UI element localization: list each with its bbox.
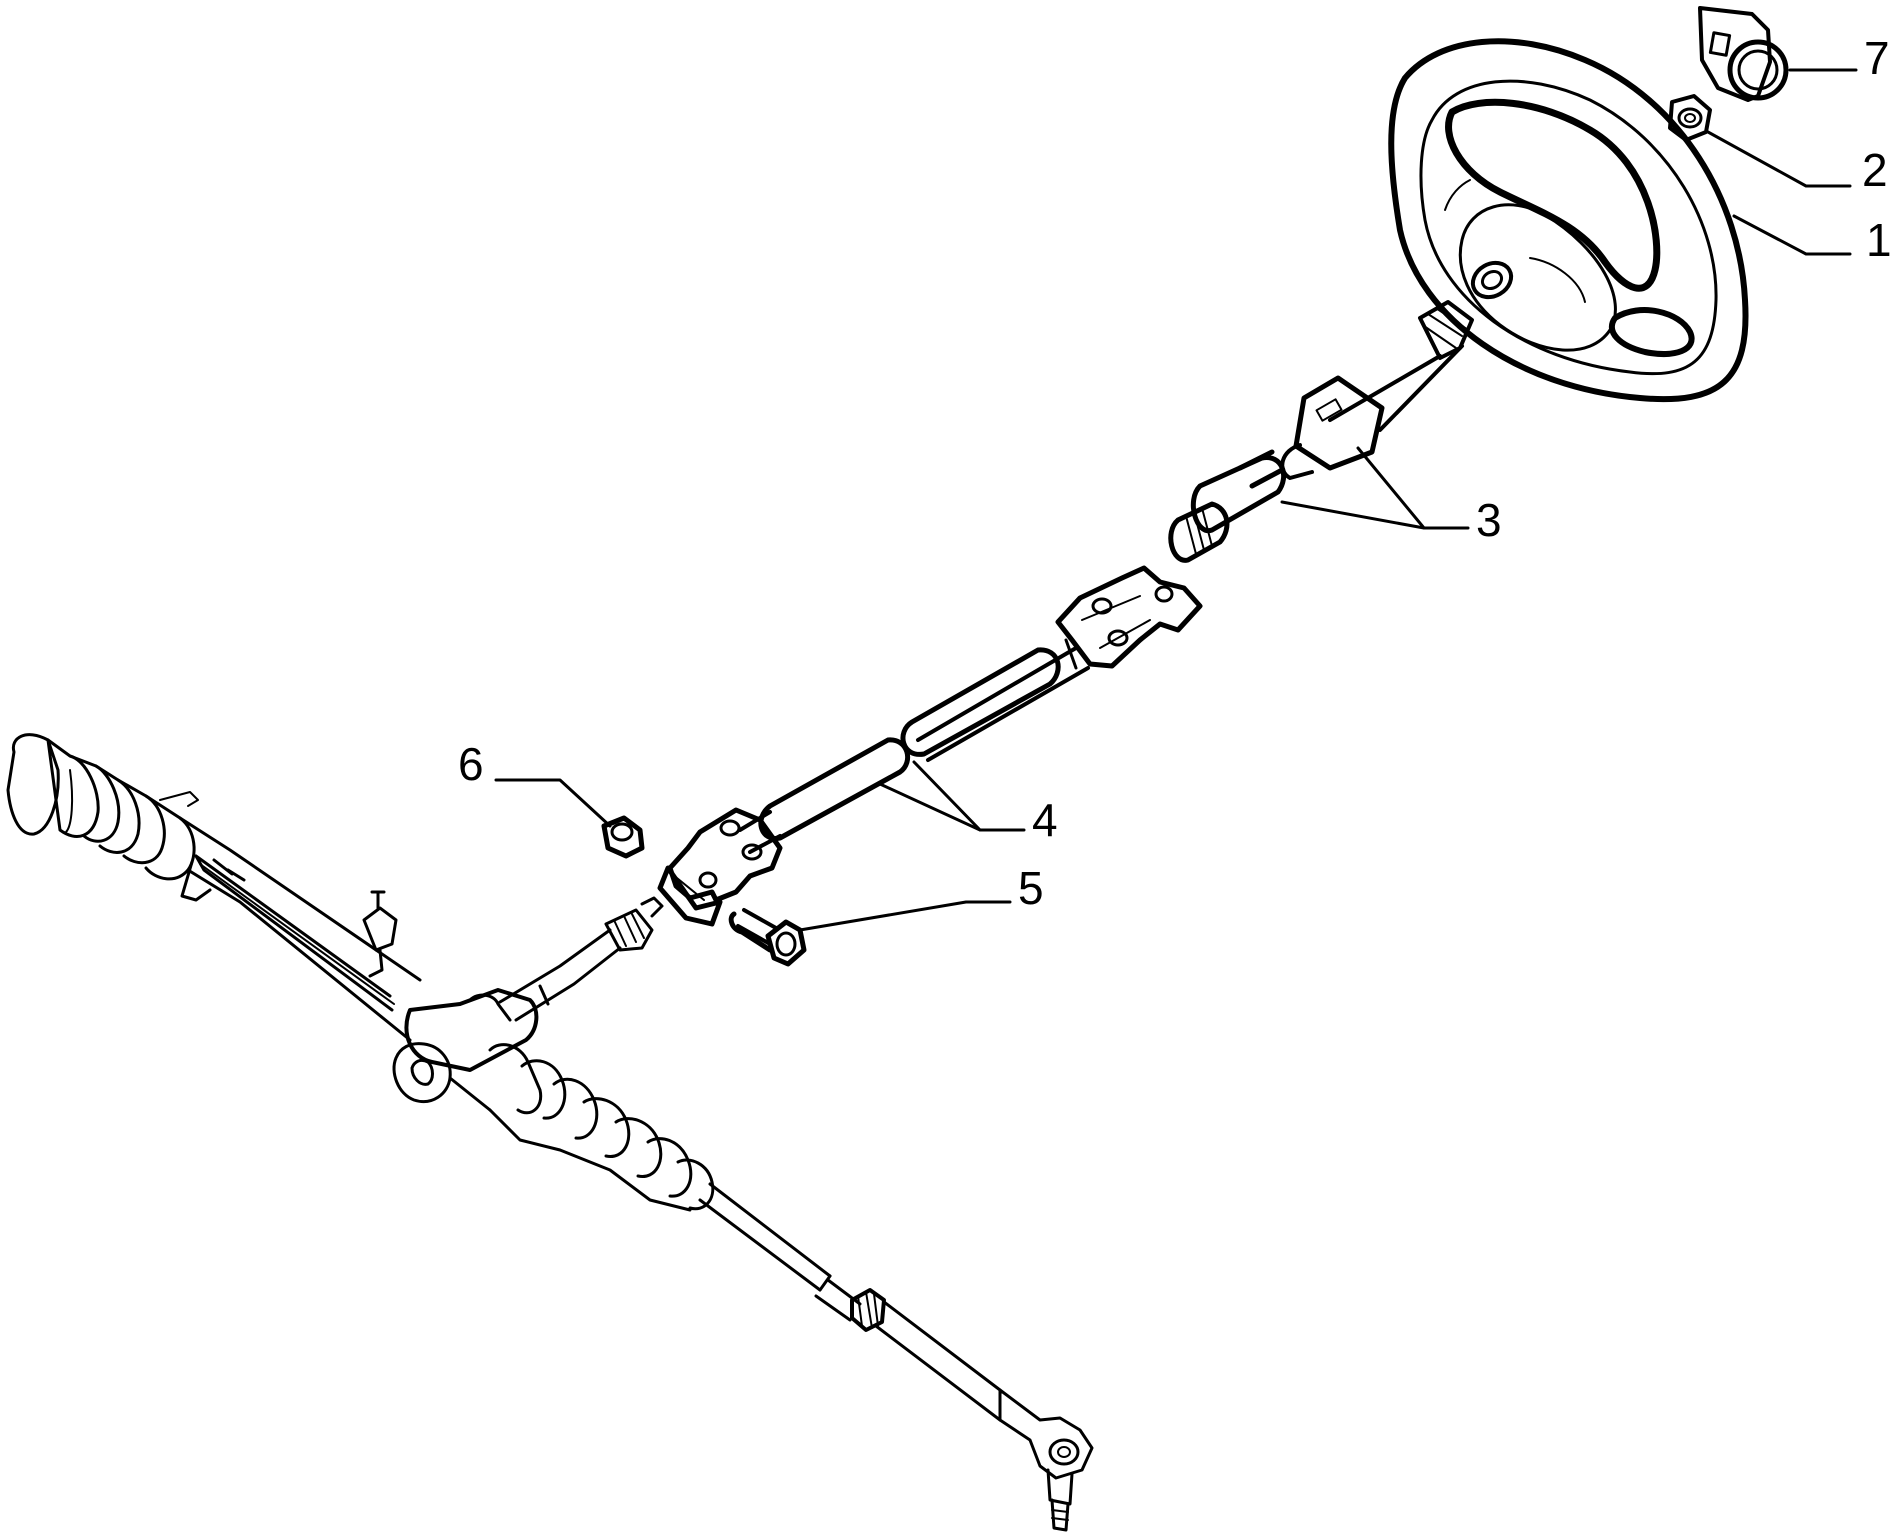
callout-4: 4 [1032, 794, 1058, 846]
callout-3: 3 [1476, 494, 1502, 546]
callout-6: 6 [458, 738, 484, 790]
steering-wheel [1388, 38, 1749, 403]
leader-4b [878, 782, 982, 832]
callout-2: 2 [1862, 144, 1888, 196]
leader-5 [798, 900, 1012, 932]
intermediate-shaft [657, 565, 1203, 927]
leader-3a [1356, 446, 1470, 530]
clamp-bolt [728, 908, 807, 967]
wheel-nut [1668, 94, 1712, 142]
leader-1 [1732, 214, 1852, 256]
leader-2 [1706, 130, 1852, 188]
horn-badge [1698, 6, 1789, 102]
steering-rack [6, 733, 1094, 1532]
clamp-nut [601, 815, 645, 859]
leader-lines [494, 68, 1858, 932]
leader-4a [912, 760, 1026, 832]
leader-6 [494, 778, 612, 828]
callout-5: 5 [1018, 862, 1044, 914]
callout-1: 1 [1866, 214, 1892, 266]
upper-steering-shaft [1168, 300, 1474, 563]
callouts: 7 2 1 3 4 5 6 [458, 32, 1892, 914]
leader-3b [1280, 500, 1426, 530]
callout-7: 7 [1864, 32, 1890, 84]
